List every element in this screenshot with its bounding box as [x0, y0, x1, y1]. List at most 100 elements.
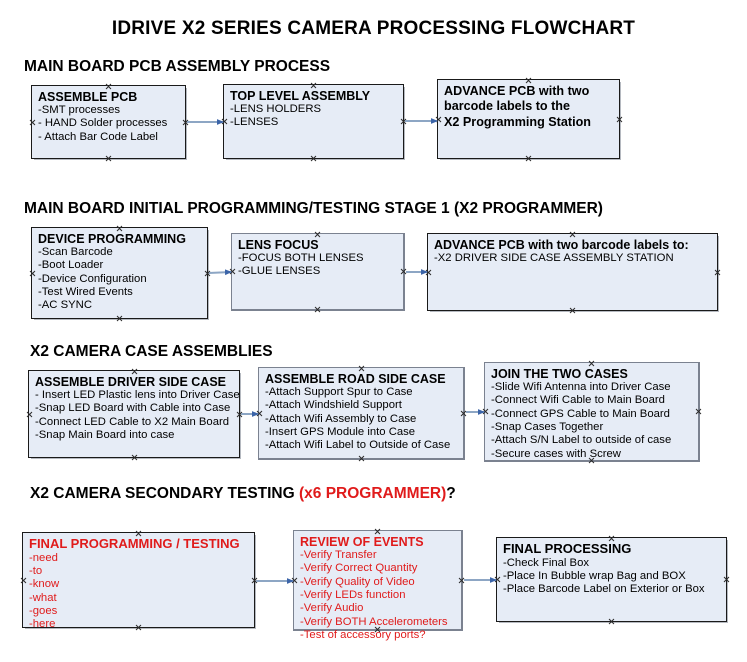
- list-item: -Place Barcode Label on Exterior or Box: [503, 583, 705, 596]
- connector-handle-right[interactable]: [400, 268, 407, 275]
- connector-handle-left[interactable]: [256, 410, 263, 417]
- list-item: -Verify Quality of Video: [300, 575, 415, 588]
- node-final-programming-testing[interactable]: FINAL PROGRAMMING / TESTING -need -to -k…: [20, 530, 258, 631]
- node-assemble-pcb[interactable]: ASSEMBLE PCB -SMT processes - HAND Solde…: [31, 85, 186, 159]
- connector-handle-bottom[interactable]: [116, 315, 123, 322]
- connector-handle-left[interactable]: [29, 119, 36, 126]
- list-item: -Scan Barcode: [38, 246, 113, 258]
- connector-handle-right[interactable]: [182, 119, 189, 126]
- list-item: -Verify Audio: [300, 602, 364, 615]
- node-title: TOP LEVEL ASSEMBLY: [230, 89, 371, 103]
- list-item: -Attach Wifi Label to Outside of Case: [265, 439, 451, 452]
- connector-handle-right[interactable]: [400, 118, 407, 125]
- list-item: -LENS HOLDERS: [230, 103, 322, 115]
- connector-handle-top[interactable]: [105, 83, 112, 90]
- node-item-list: -Attach Support Spur to Case -Attach Win…: [265, 386, 458, 453]
- node-join-the-two-cases[interactable]: JOIN THE TWO CASES -Slide Wifi Antenna i…: [484, 362, 700, 462]
- connector-handle-right[interactable]: [460, 410, 467, 417]
- connector-handle-left[interactable]: [229, 268, 236, 275]
- connector-handle-bottom[interactable]: [105, 155, 112, 162]
- node-advance-pcb-programming-station[interactable]: ADVANCE PCB with two barcode labels to t…: [437, 79, 620, 159]
- connector-handle-top[interactable]: [310, 82, 317, 89]
- node-assemble-driver-side-case[interactable]: ASSEMBLE DRIVER SIDE CASE - Insert LED P…: [28, 370, 240, 458]
- section-heading-4-text: X2 CAMERA SECONDARY TESTING: [30, 485, 299, 502]
- node-item-list: - Insert LED Plastic lens into Driver Ca…: [35, 389, 240, 442]
- node-top-level-assembly[interactable]: TOP LEVEL ASSEMBLY -LENS HOLDERS -LENSES: [223, 84, 404, 159]
- connector-handle-bottom[interactable]: [131, 454, 138, 461]
- connector-handle-top[interactable]: [131, 368, 138, 375]
- connector-handle-right[interactable]: [695, 408, 702, 415]
- list-item: -LENSES: [230, 116, 279, 129]
- list-item: -to: [29, 564, 43, 577]
- connector-handle-bottom[interactable]: [374, 626, 381, 633]
- connector-handle-top[interactable]: [608, 535, 615, 542]
- connector-handle-bottom[interactable]: [569, 307, 576, 314]
- node-line: barcode labels to the: [444, 99, 570, 114]
- list-item: -Boot Loader: [38, 259, 104, 272]
- node-title: LENS FOCUS: [238, 238, 319, 252]
- connector-handle-bottom[interactable]: [588, 457, 595, 464]
- connector-handle-bottom[interactable]: [525, 155, 532, 162]
- connector-handle-top[interactable]: [374, 528, 381, 535]
- list-item: -AC SYNC: [38, 299, 92, 312]
- node-title: ASSEMBLE PCB: [38, 90, 138, 104]
- list-item: -Test Wired Events: [38, 285, 133, 298]
- list-item: -Snap Cases Together: [491, 420, 604, 433]
- node-review-of-events[interactable]: REVIEW OF EVENTS -Verify Transfer -Verif…: [291, 528, 465, 641]
- connector-handle-left[interactable]: [26, 411, 33, 418]
- connector-handle-left[interactable]: [20, 577, 27, 584]
- connector-handle-top[interactable]: [135, 530, 142, 537]
- connector-handle-right[interactable]: [204, 270, 211, 277]
- list-item: -Attach Windshield Support: [265, 399, 402, 412]
- list-item: -Attach S/N Label to outside of case: [491, 434, 672, 447]
- connector-handle-bottom[interactable]: [310, 155, 317, 162]
- connector-handle-right[interactable]: [251, 577, 258, 584]
- list-item: -Connect LED Cable to X2 Main Board: [35, 415, 230, 428]
- list-item: - Attach Bar Code Label: [38, 130, 158, 143]
- connector-handle-left[interactable]: [425, 269, 432, 276]
- connector-handle-bottom[interactable]: [358, 455, 365, 462]
- list-item: -Verify Correct Quantity: [300, 562, 418, 575]
- page-title: IDRIVE X2 SERIES CAMERA PROCESSING FLOWC…: [111, 18, 636, 39]
- section-heading-1-text: MAIN BOARD PCB ASSEMBLY PROCESS: [24, 58, 331, 75]
- section-heading-3-text: X2 CAMERA CASE ASSEMBLIES: [30, 343, 273, 360]
- node-advance-pcb-driver-side[interactable]: ADVANCE PCB with two barcode labels to: …: [427, 233, 718, 311]
- connector-handle-right[interactable]: [458, 577, 465, 584]
- connector-handle-right[interactable]: [714, 269, 721, 276]
- node-final-processing[interactable]: FINAL PROCESSING -Check Final Box -Place…: [496, 537, 727, 622]
- connector-handle-right[interactable]: [616, 116, 623, 123]
- node-assemble-road-side-case[interactable]: ASSEMBLE ROAD SIDE CASE -Attach Support …: [258, 367, 465, 460]
- list-item: -Insert GPS Module into Case: [265, 425, 416, 438]
- connector-handle-top[interactable]: [116, 225, 123, 232]
- list-item: -goes: [29, 604, 58, 617]
- connector-handle-left[interactable]: [435, 116, 442, 123]
- connector-handle-left[interactable]: [29, 270, 36, 277]
- node-title: FINAL PROGRAMMING / TESTING: [29, 536, 240, 551]
- connector-handle-bottom[interactable]: [135, 624, 142, 631]
- list-item: -Connect Wifi Cable to Main Board: [491, 394, 665, 407]
- node-lens-focus[interactable]: LENS FOCUS -FOCUS BOTH LENSES -GLUE LENS…: [231, 233, 405, 311]
- connector-handle-top[interactable]: [569, 231, 576, 238]
- connector-handle-left[interactable]: [494, 576, 501, 583]
- node-title: ASSEMBLE ROAD SIDE CASE: [265, 372, 446, 386]
- connector-handle-left[interactable]: [221, 118, 228, 125]
- node-item-list: -Scan Barcode -Boot Loader -Device Confi…: [38, 246, 202, 313]
- node-device-programming[interactable]: DEVICE PROGRAMMING -Scan Barcode -Boot L…: [31, 227, 208, 319]
- connector-handle-left[interactable]: [291, 577, 298, 584]
- section-heading-4: X2 CAMERA SECONDARY TESTING (x6 PROGRAMM…: [30, 485, 456, 503]
- connector-handle-top[interactable]: [588, 360, 595, 367]
- connector-handle-right[interactable]: [236, 411, 243, 418]
- connector-handle-right[interactable]: [723, 576, 730, 583]
- connector-handle-top[interactable]: [358, 365, 365, 372]
- node-title: FINAL PROCESSING: [503, 541, 632, 556]
- section-heading-4-suffix: ?: [446, 485, 456, 502]
- connector-handle-top[interactable]: [525, 77, 532, 84]
- list-item: - HAND Solder processes: [38, 117, 168, 130]
- list-item: -Verify LEDs function: [300, 588, 406, 601]
- connector-handle-bottom[interactable]: [608, 618, 615, 625]
- connector-handle-top[interactable]: [314, 231, 321, 238]
- connector-handle-bottom[interactable]: [314, 306, 321, 313]
- node-title: DEVICE PROGRAMMING: [38, 232, 186, 246]
- connector-handle-left[interactable]: [482, 408, 489, 415]
- node-item-list: -Slide Wifi Antenna into Driver Case -Co…: [491, 381, 693, 461]
